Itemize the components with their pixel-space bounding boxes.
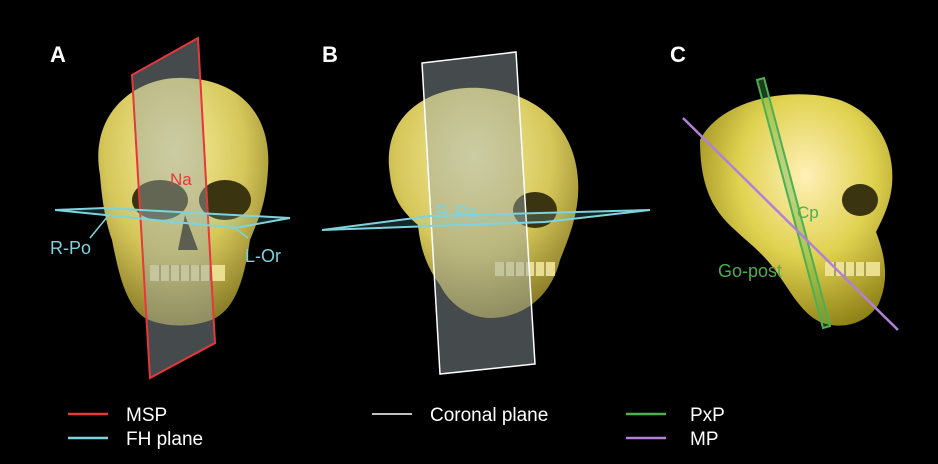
panel-a-letter: A [50,42,66,67]
label-l-or: L-Or [245,246,281,266]
legend: MSP FH plane Coronal plane PxP MP [68,405,725,450]
panel-c: C Cp Go-post [670,42,898,330]
legend-label-coronal: Coronal plane [430,405,548,426]
panel-a: A Na R-Po L-Or [50,38,290,378]
r-po-leader-a [90,216,108,238]
legend-item-pxp: PxP [626,405,725,426]
panel-c-letter: C [670,42,686,67]
label-r-po-b: R-Po [436,202,477,222]
panel-b-letter: B [322,42,338,67]
panel-b: B R-Po [322,42,650,374]
legend-item-fh: FH plane [68,429,203,450]
legend-label-mp: MP [690,429,719,450]
legend-item-msp: MSP [68,405,167,426]
label-go-post: Go-post [718,261,782,281]
legend-label-fh: FH plane [126,429,203,450]
legend-item-coronal: Coronal plane [372,405,548,426]
label-r-po-a: R-Po [50,238,91,258]
legend-label-msp: MSP [126,405,167,426]
legend-label-pxp: PxP [690,405,725,426]
label-nasion: Na [170,170,192,189]
legend-item-mp: MP [626,429,719,450]
label-cp: Cp [797,203,819,222]
